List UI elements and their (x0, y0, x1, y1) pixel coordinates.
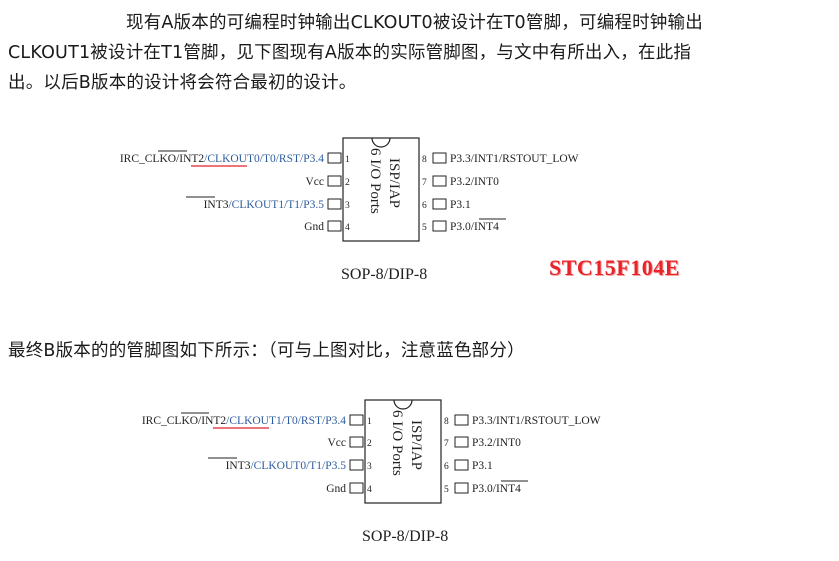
pin-number-7: 7 (444, 439, 449, 449)
pin-label-5: P3.0/INT4 (450, 221, 499, 233)
pin-box-8 (454, 414, 469, 426)
intro-line-2: CLKOUT1被设计在T1管脚，见下图现有A版本的实际管脚图，与文中有所出入，在… (8, 43, 692, 63)
pin-label-6: P3.1 (472, 460, 493, 472)
pin-label-7: P3.2/INT0 (450, 176, 499, 188)
pin-label-6: P3.1 (450, 199, 471, 211)
intro-line-3: 出。以后B版本的设计将会符合最初的设计。 (8, 73, 357, 93)
pin-label-8: P3.3/INT1/RSTOUT_LOW (472, 415, 601, 427)
overbar-int2: INT2 (179, 153, 204, 165)
pin-number-4: 4 (345, 223, 350, 233)
pin-number-2: 2 (345, 178, 350, 188)
pin-label-4: Gnd (304, 221, 324, 233)
pin-label-3: INT3/CLKOUT0/T1/P3.5 (226, 460, 347, 472)
clkout-label: CLKOUT0 (207, 153, 260, 165)
clkout-label: CLKOUT1 (229, 415, 282, 427)
pin-box-1 (349, 414, 364, 426)
pin-box-5 (454, 482, 469, 494)
pin-box-8 (432, 152, 447, 164)
pin-box-2 (349, 436, 364, 448)
pin-number-6: 6 (444, 462, 449, 472)
pin-box-6 (454, 459, 469, 471)
chip-notch (393, 399, 413, 410)
pin-number-8: 8 (422, 155, 427, 165)
pinout-diagram-b: ISP/IAP 6 I/O Ports 1 2 3 4 8 7 6 5 IRC_… (142, 399, 601, 545)
pin-number-4: 4 (367, 485, 372, 495)
chip-label-line2: 6 I/O Ports (367, 148, 383, 214)
intro-line-1: 现有A版本的可编程时钟输出CLKOUT0被设计在T0管脚，可编程时钟输出 (126, 13, 703, 33)
pin-box-7 (432, 175, 447, 187)
pin-number-8: 8 (444, 417, 449, 427)
pin-number-6: 6 (422, 201, 427, 211)
pin-number-7: 7 (422, 178, 427, 188)
intro-paragraph: 现有A版本的可编程时钟输出CLKOUT0被设计在T0管脚，可编程时钟输出 CLK… (8, 8, 834, 98)
pin-label-7: P3.2/INT0 (472, 437, 521, 449)
pinout-diagram-a: ISP/IAP 6 I/O Ports 1 2 3 4 8 7 6 5 IRC_… (120, 137, 579, 283)
chip-body (364, 399, 442, 504)
pin-box-1 (327, 152, 342, 164)
pin-label-8: P3.3/INT1/RSTOUT_LOW (450, 153, 579, 165)
pin-label-1: IRC_CLKO/INT2/CLKOUT0/T0/RST/P3.4 (120, 153, 324, 165)
pin-box-3 (327, 198, 342, 210)
pin-number-3: 3 (367, 462, 372, 472)
pin-box-2 (327, 175, 342, 187)
pin-label-2: Vcc (327, 437, 346, 449)
pin-label-3: INT3/CLKOUT1/T1/P3.5 (204, 199, 325, 211)
paragraph-b-version: 最终B版本的的管脚图如下所示：（可与上图对比，注意蓝色部分） (8, 341, 525, 361)
overbar-int2: INT2 (201, 415, 226, 427)
pin-box-6 (432, 198, 447, 210)
pin-box-3 (349, 459, 364, 471)
pin-number-5: 5 (444, 485, 449, 495)
pin-box-4 (327, 220, 342, 232)
pin-box-7 (454, 436, 469, 448)
package-label: SOP-8/DIP-8 (341, 266, 427, 283)
chip-notch (371, 137, 391, 148)
pin-number-2: 2 (367, 439, 372, 449)
pin-box-5 (432, 220, 447, 232)
pin-label-5: P3.0/INT4 (472, 483, 521, 495)
package-label: SOP-8/DIP-8 (362, 528, 448, 545)
chip-label-line1: ISP/IAP (408, 420, 424, 470)
chip-label-line2: 6 I/O Ports (389, 410, 405, 476)
pin-label-4: Gnd (326, 483, 346, 495)
pin-box-4 (349, 482, 364, 494)
chip-body (342, 137, 420, 242)
pin-number-3: 3 (345, 201, 350, 211)
pin-label-1: IRC_CLKO/INT2/CLKOUT1/T0/RST/P3.4 (142, 415, 346, 427)
chip-label-line1: ISP/IAP (386, 158, 402, 208)
chip-model-label: STC15F104E (549, 255, 680, 280)
pin-label-2: Vcc (305, 176, 324, 188)
pin-number-5: 5 (422, 223, 427, 233)
pin-number-1: 1 (345, 155, 350, 165)
pin-number-1: 1 (367, 417, 372, 427)
